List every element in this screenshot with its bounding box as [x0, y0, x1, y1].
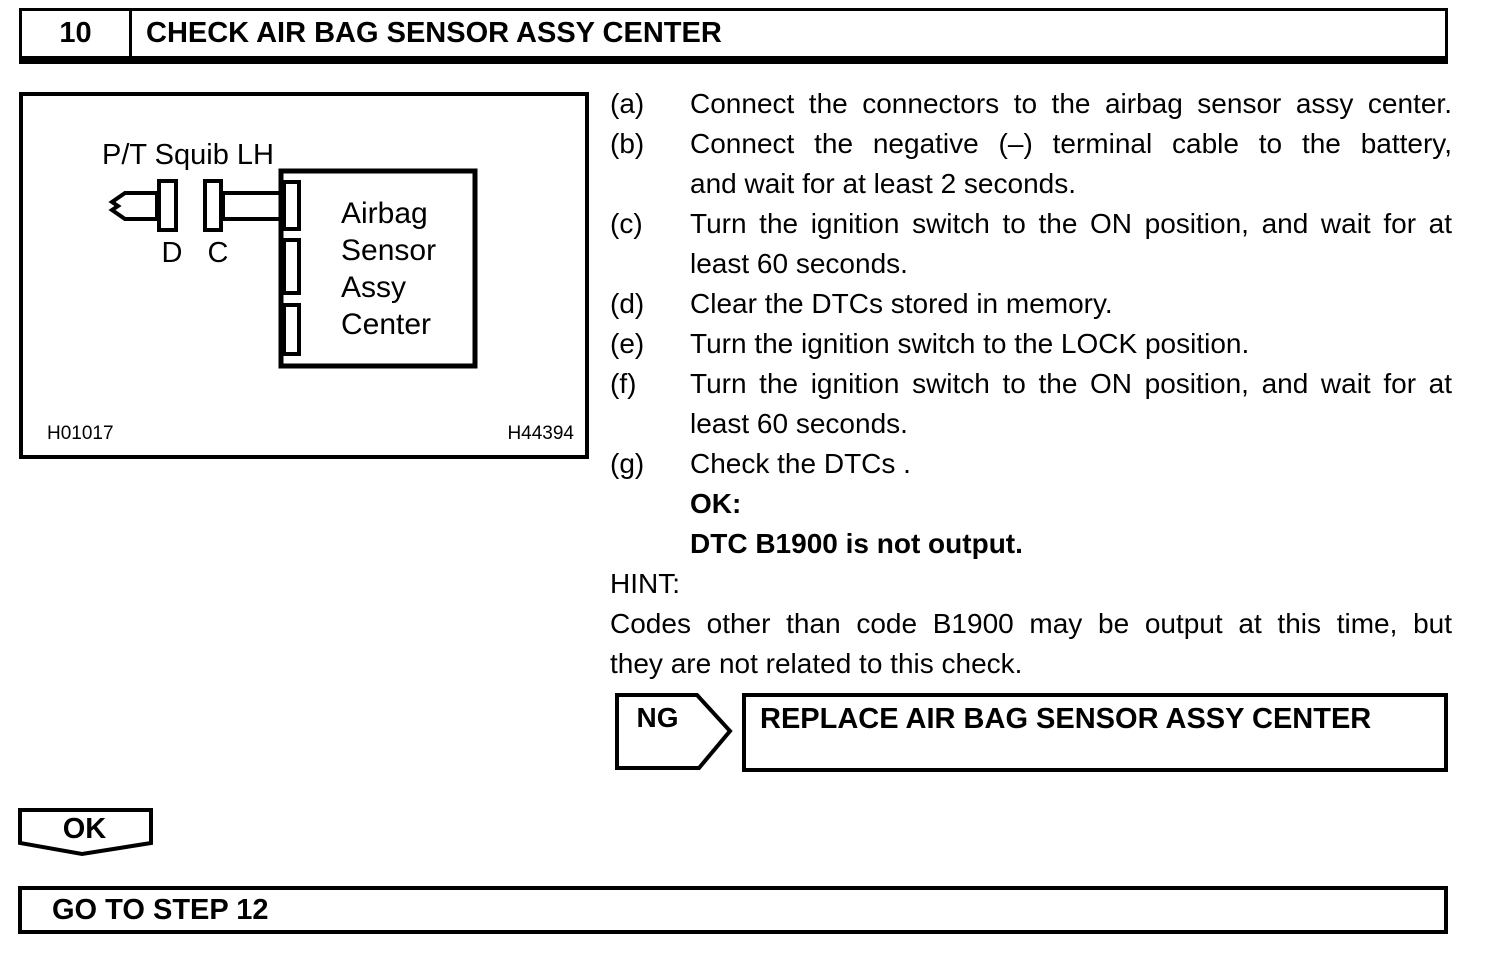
airbag-sensor-box: [278, 168, 478, 369]
harness-wire: [221, 191, 287, 221]
connector-d-label: D: [161, 237, 183, 269]
step-text: Check the DTCs .: [690, 448, 911, 479]
step-line-c: (c) Turn the ignition switch to the ON po…: [610, 204, 1452, 244]
squib-wire-plug: [108, 191, 159, 221]
sensor-box-label-line1: Airbag: [341, 197, 428, 230]
sensor-pin-1: [282, 180, 301, 231]
figure-code-left: H01017: [47, 423, 114, 444]
step-label: (g): [610, 448, 645, 479]
step-label: (e): [610, 328, 645, 359]
sensor-box-label-line2: Sensor: [341, 234, 437, 267]
connector-d: [157, 179, 178, 232]
ng-label: NG: [636, 702, 679, 733]
step-line-a: (a) Connect the connectors to the airbag …: [610, 84, 1452, 124]
step-text: Codes other than code B1900 may be outpu…: [610, 608, 1452, 639]
step-text: Clear the DTCs stored in memory.: [690, 288, 1113, 319]
step-line-c2: least 60 seconds.: [610, 244, 1452, 284]
step-label: (d): [610, 288, 645, 319]
step-label: (c): [610, 208, 643, 239]
step-text: Turn the ignition switch to the LOCK pos…: [690, 328, 1250, 359]
ng-action-box: REPLACE AIR BAG SENSOR ASSY CENTER: [742, 693, 1448, 772]
step-line-e: (e) Turn the ignition switch to the LOCK …: [610, 324, 1452, 364]
connector-c: [203, 179, 223, 232]
goto-step-bar: GO TO STEP 12: [18, 886, 1448, 934]
step-text: they are not related to this check.: [610, 648, 1023, 679]
step-text: Connect the connectors to the airbag sen…: [690, 88, 1452, 119]
step-line-b: (b) Connect the negative (–) terminal cab…: [610, 124, 1452, 164]
wiring-diagram: P/T Squib LH D C Airbag Sensor Assy Cent…: [19, 92, 589, 459]
wiring-diagram-shapes: [108, 168, 478, 369]
hint-text-1: Codes other than code B1900 may be outpu…: [610, 604, 1452, 644]
ok-label: OK: [62, 813, 107, 845]
step-line-f2: least 60 seconds.: [610, 404, 1452, 444]
step-text: least 60 seconds.: [690, 408, 908, 439]
step-text: and wait for at least 2 seconds.: [690, 168, 1076, 199]
sensor-pin-3: [282, 303, 301, 356]
step-text: Turn the ignition switch to the ON posit…: [690, 368, 1452, 399]
step-text: OK:: [690, 488, 742, 519]
sensor-box-label-line3: Assy: [341, 271, 407, 304]
step-text: Connect the negative (–) terminal cable …: [690, 128, 1452, 159]
step-label: (b): [610, 128, 645, 159]
step-text: Turn the ignition switch to the ON posit…: [690, 208, 1452, 239]
step-header: 10 CHECK AIR BAG SENSOR ASSY CENTER: [19, 8, 1448, 64]
step-text: DTC B1900 is not output.: [690, 528, 1023, 559]
sensor-box-label: Airbag Sensor Assy Center: [341, 195, 436, 343]
ok-criteria-text: DTC B1900 is not output.: [610, 524, 1452, 564]
step-text: least 60 seconds.: [690, 248, 908, 279]
sensor-box-label-line4: Center: [341, 308, 432, 341]
step-title: CHECK AIR BAG SENSOR ASSY CENTER: [146, 17, 722, 49]
step-line-b2: and wait for at least 2 seconds.: [610, 164, 1452, 204]
step-label: (a): [610, 88, 645, 119]
sensor-pin-2: [282, 238, 301, 295]
ok-criteria-heading: OK:: [610, 484, 1452, 524]
step-number: 10: [22, 11, 132, 56]
figure-code-right: H44394: [507, 423, 574, 444]
step-text: HINT:: [610, 568, 680, 599]
hint-text-2: they are not related to this check.: [610, 644, 1452, 684]
step-line-g: (g) Check the DTCs .: [610, 444, 1452, 484]
hint-heading: HINT:: [610, 564, 1452, 604]
step-label: (f): [610, 368, 637, 399]
squib-label: P/T Squib LH: [102, 139, 274, 171]
step-line-f: (f) Turn the ignition switch to the ON po…: [610, 364, 1452, 404]
connector-c-label: C: [207, 237, 229, 269]
step-line-d: (d) Clear the DTCs stored in memory.: [610, 284, 1452, 324]
